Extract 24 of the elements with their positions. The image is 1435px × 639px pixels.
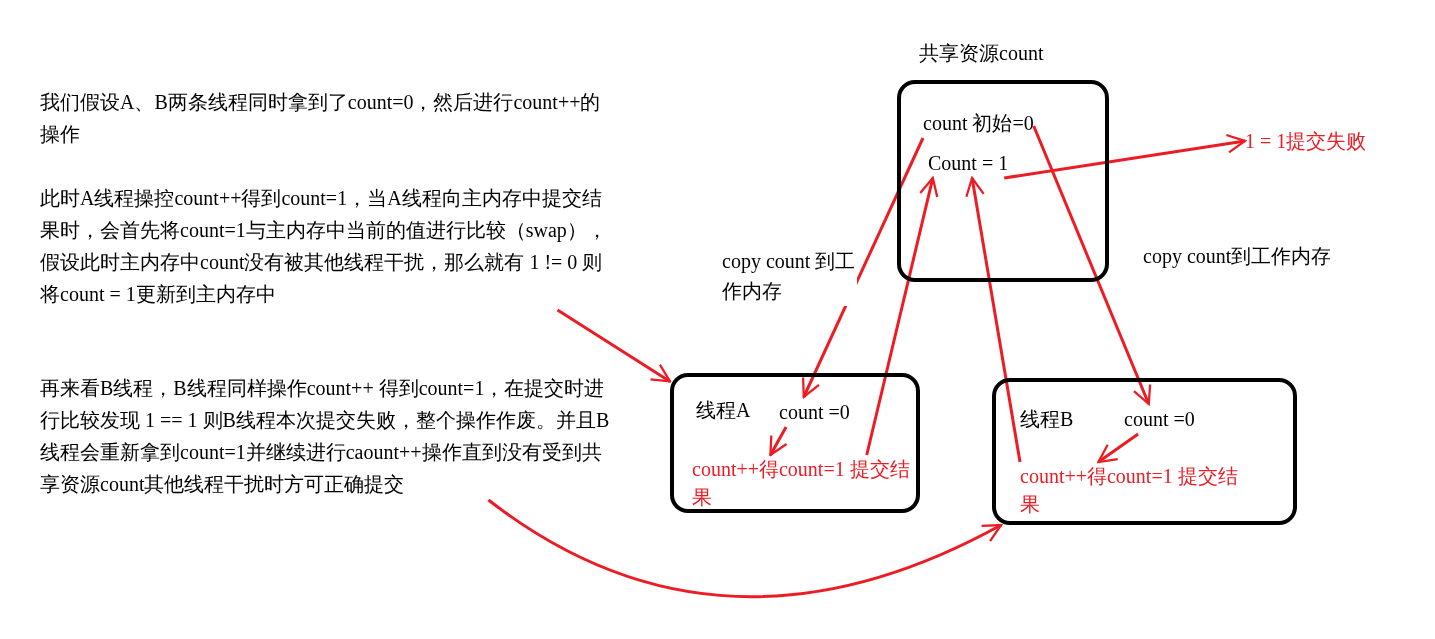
arrow (556, 308, 672, 383)
value-text: count =0 (779, 397, 850, 427)
box-title: 线程A (696, 398, 751, 423)
box-title: 共享资源count (919, 41, 1044, 66)
arrow (769, 426, 788, 457)
description-text: 再来看B线程，B线程同样操作count++ 得到count=1，在提交时进行比较发现 1 == 1 则B线程本次提交失败，整个操作作废。并且B线程会重新拿到count=1并继续进行caount++操作直到没有受到共享资源count其他线程干扰时方可正确提交 (40, 372, 615, 500)
value-text: Count = 1 (928, 148, 1009, 178)
box-title: 线程B (1020, 407, 1074, 432)
value-text: count =0 (1124, 404, 1195, 434)
arrow (1097, 432, 1139, 464)
arrow (487, 498, 1003, 598)
arrow (865, 176, 939, 456)
description-text: 此时A线程操控count++得到count=1，当A线程向主内存中提交结果时，会首先将count=1与主内存中当前的值进行比较（swap），假设此时主内存中count没有被其他线程干扰，那么就有 1 != 0 则将count = 1更新到主内存中 (40, 182, 615, 310)
arrow (802, 137, 925, 399)
result-text: count++得count=1 提交结果 (692, 455, 916, 511)
description-text: 我们假设A、B两条线程同时拿到了count=0，然后进行count++的操作 (40, 90, 602, 147)
arrow (965, 176, 1022, 463)
result-text: 1 = 1提交失败 (1245, 126, 1367, 156)
arrow (1003, 133, 1247, 180)
thread-box (670, 373, 920, 513)
value-text: count 初始=0 (923, 108, 1034, 138)
arrow (1032, 125, 1152, 406)
result-text: count++得count=1 提交结果 (1020, 462, 1244, 518)
thread-box (992, 378, 1297, 525)
